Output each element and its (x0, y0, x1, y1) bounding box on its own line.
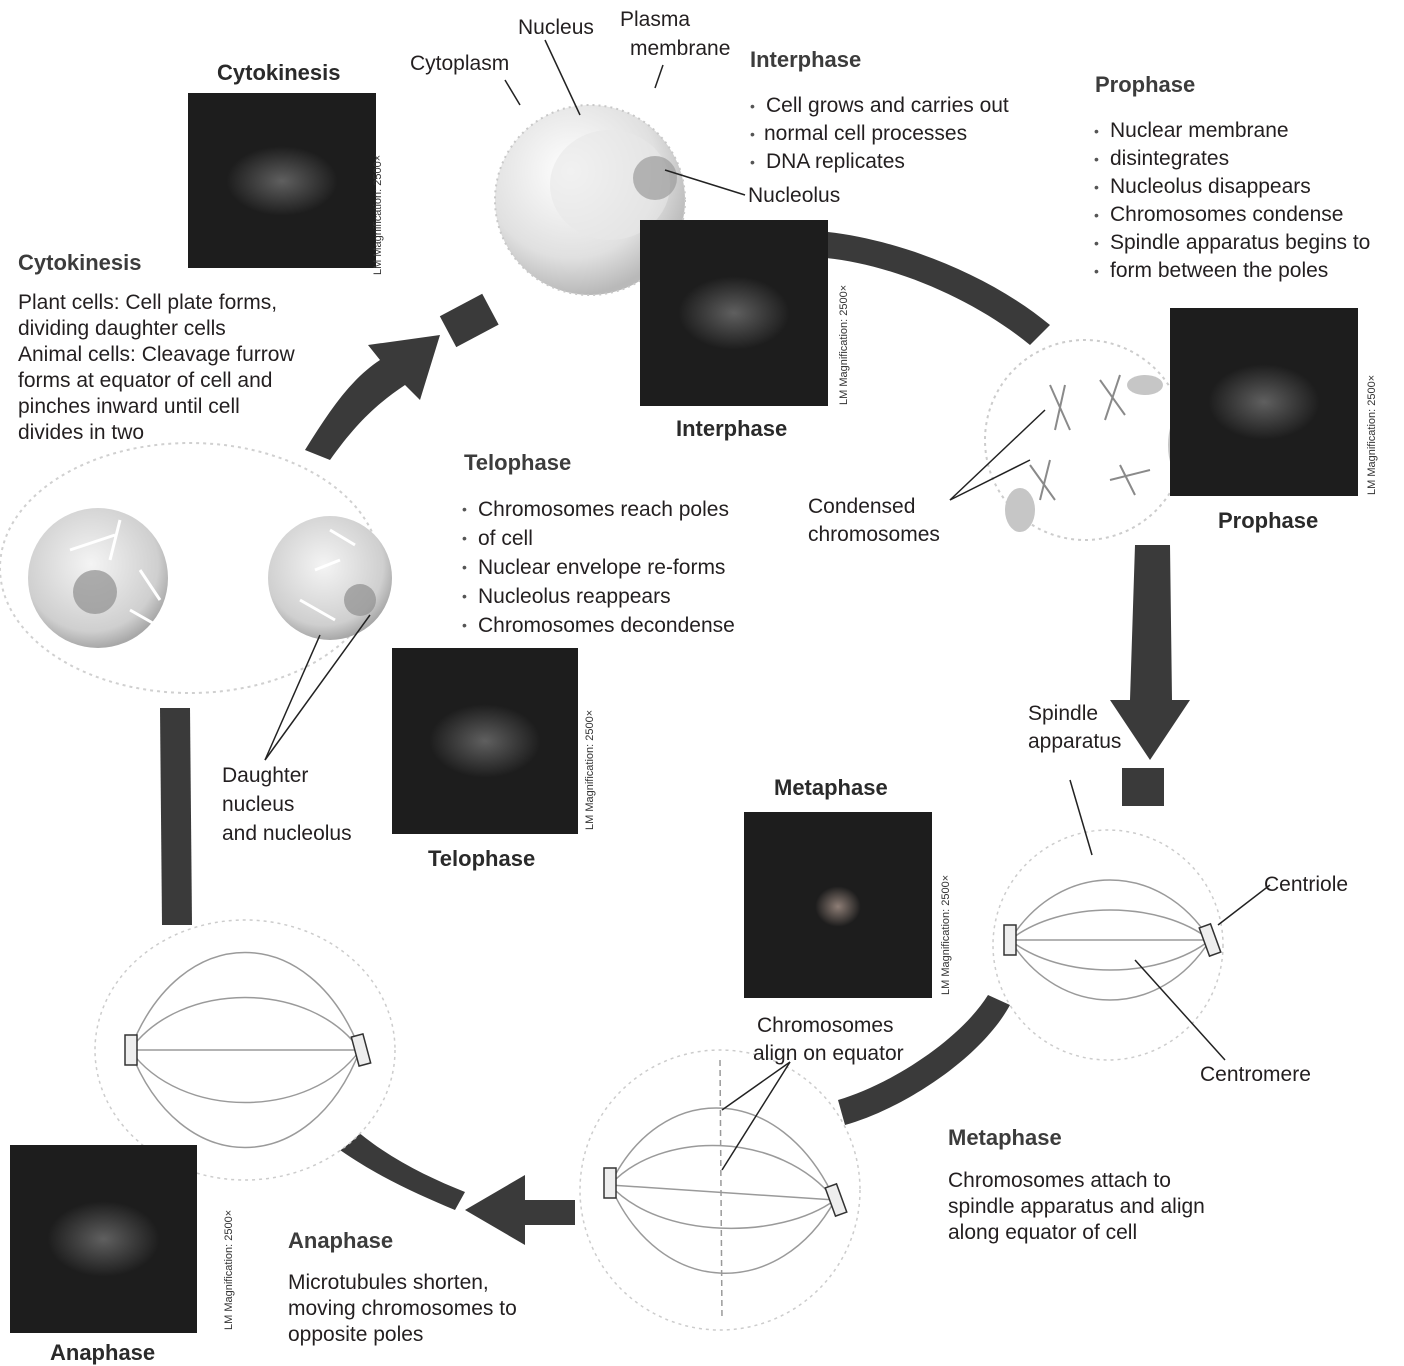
anaphase-caption: Anaphase (50, 1340, 155, 1366)
interphase-title: Interphase (750, 47, 861, 73)
prophase-bullet: Nucleolus disappears (1094, 173, 1370, 201)
label-daughter-1: Daughter (222, 762, 308, 789)
telophase-micrograph (392, 648, 578, 834)
arrow-anaphase-head (465, 1175, 575, 1245)
arrow-interphase-to-prophase (826, 232, 1050, 345)
metaphase-desc-line: spindle apparatus and align (948, 1194, 1205, 1220)
cytokinesis-desc-line: divides in two (18, 420, 295, 446)
label-align-2: align on equator (753, 1040, 904, 1067)
prophase-title: Prophase (1095, 72, 1195, 98)
label-spindle-2: apparatus (1028, 728, 1121, 755)
arrow-metaphase-stub (1122, 768, 1164, 806)
prophase-caption: Prophase (1218, 508, 1318, 534)
metaphase-cell-bottom (580, 1050, 860, 1330)
label-plasma-2: membrane (630, 35, 730, 62)
telophase-cells (0, 443, 392, 760)
metaphase-cell-right (993, 780, 1270, 1060)
anaphase-desc: Microtubules shorten, moving chromosomes… (288, 1270, 517, 1348)
cytokinesis-magnification: LM Magnification: 2500× (372, 155, 384, 275)
label-daughter-3: and nucleolus (222, 820, 352, 847)
interphase-bullets: Cell grows and carries out normal cell p… (750, 92, 1009, 176)
metaphase-desc: Chromosomes attach to spindle apparatus … (948, 1168, 1205, 1246)
label-align-1: Chromosomes (757, 1012, 894, 1039)
prophase-bullet-cont: disintegrates (1094, 145, 1370, 173)
telophase-title: Telophase (464, 450, 571, 476)
anaphase-magnification: LM Magnification: 2500× (223, 1210, 235, 1330)
arrow-cytokinesis-to-interphase (305, 335, 440, 460)
anaphase-desc-line: moving chromosomes to (288, 1296, 517, 1322)
cytokinesis-caption: Cytokinesis (217, 60, 341, 86)
anaphase-desc-line: Microtubules shorten, (288, 1270, 517, 1296)
label-plasma-1: Plasma (620, 6, 690, 33)
arrow-interphase-stub (440, 294, 499, 347)
metaphase-caption: Metaphase (774, 775, 888, 801)
label-spindle-1: Spindle (1028, 700, 1098, 727)
telophase-bullet: Nuclear envelope re-forms (462, 553, 735, 582)
metaphase-micrograph (744, 812, 932, 998)
cytokinesis-desc-line: Animal cells: Cleavage furrow (18, 342, 295, 368)
telophase-bullet: Chromosomes decondense (462, 611, 735, 640)
metaphase-desc-line: Chromosomes attach to (948, 1168, 1205, 1194)
label-cytoplasm: Cytoplasm (410, 50, 509, 77)
telophase-bullet-cont: of cell (462, 524, 735, 553)
prophase-bullet-cont: form between the poles (1094, 257, 1370, 285)
interphase-bullet: DNA replicates (750, 148, 1009, 176)
prophase-magnification: LM Magnification: 2500× (1366, 375, 1378, 495)
anaphase-title: Anaphase (288, 1228, 393, 1254)
interphase-magnification: LM Magnification: 2500× (838, 285, 850, 405)
prophase-bullet: Chromosomes condense (1094, 201, 1370, 229)
interphase-micrograph (640, 220, 828, 406)
telophase-magnification: LM Magnification: 2500× (584, 710, 596, 830)
arrow-prophase-to-metaphase (1110, 545, 1190, 760)
prophase-bullets: Nuclear membrane disintegrates Nucleolus… (1094, 117, 1370, 285)
prophase-cell (950, 340, 1192, 540)
cytokinesis-desc: Plant cells: Cell plate forms, dividing … (18, 290, 295, 446)
cytokinesis-title: Cytokinesis (18, 250, 142, 276)
cytokinesis-desc-line: forms at equator of cell and (18, 368, 295, 394)
label-condensed-2: chromosomes (808, 521, 940, 548)
label-daughter-2: nucleus (222, 791, 294, 818)
anaphase-desc-line: opposite poles (288, 1322, 517, 1348)
label-nucleus: Nucleus (518, 14, 594, 41)
prophase-micrograph (1170, 308, 1358, 496)
cytokinesis-micrograph (188, 93, 376, 268)
cytokinesis-desc-line: pinches inward until cell (18, 394, 295, 420)
label-nucleolus: Nucleolus (748, 182, 840, 209)
metaphase-magnification: LM Magnification: 2500× (940, 875, 952, 995)
cytokinesis-desc-line: dividing daughter cells (18, 316, 295, 342)
telophase-bullet: Chromosomes reach poles (462, 495, 735, 524)
metaphase-desc-line: along equator of cell (948, 1220, 1205, 1246)
interphase-caption: Interphase (676, 416, 787, 442)
telophase-bullets: Chromosomes reach poles of cell Nuclear … (462, 495, 735, 640)
metaphase-title: Metaphase (948, 1125, 1062, 1151)
telophase-caption: Telophase (428, 846, 535, 872)
interphase-bullet-cont: normal cell processes (750, 120, 1009, 148)
label-centriole: Centriole (1264, 871, 1348, 898)
interphase-bullet: Cell grows and carries out (750, 92, 1009, 120)
cytokinesis-desc-line: Plant cells: Cell plate forms, (18, 290, 295, 316)
prophase-bullet: Spindle apparatus begins to (1094, 229, 1370, 257)
anaphase-cell (95, 920, 395, 1180)
label-condensed-1: Condensed (808, 493, 915, 520)
telophase-bullet: Nucleolus reappears (462, 582, 735, 611)
arrow-anaphase-to-telophase (340, 1132, 465, 1210)
anaphase-micrograph (10, 1145, 197, 1333)
label-centromere: Centromere (1200, 1061, 1311, 1088)
arrow-telophase-up (160, 708, 192, 925)
prophase-bullet: Nuclear membrane (1094, 117, 1370, 145)
